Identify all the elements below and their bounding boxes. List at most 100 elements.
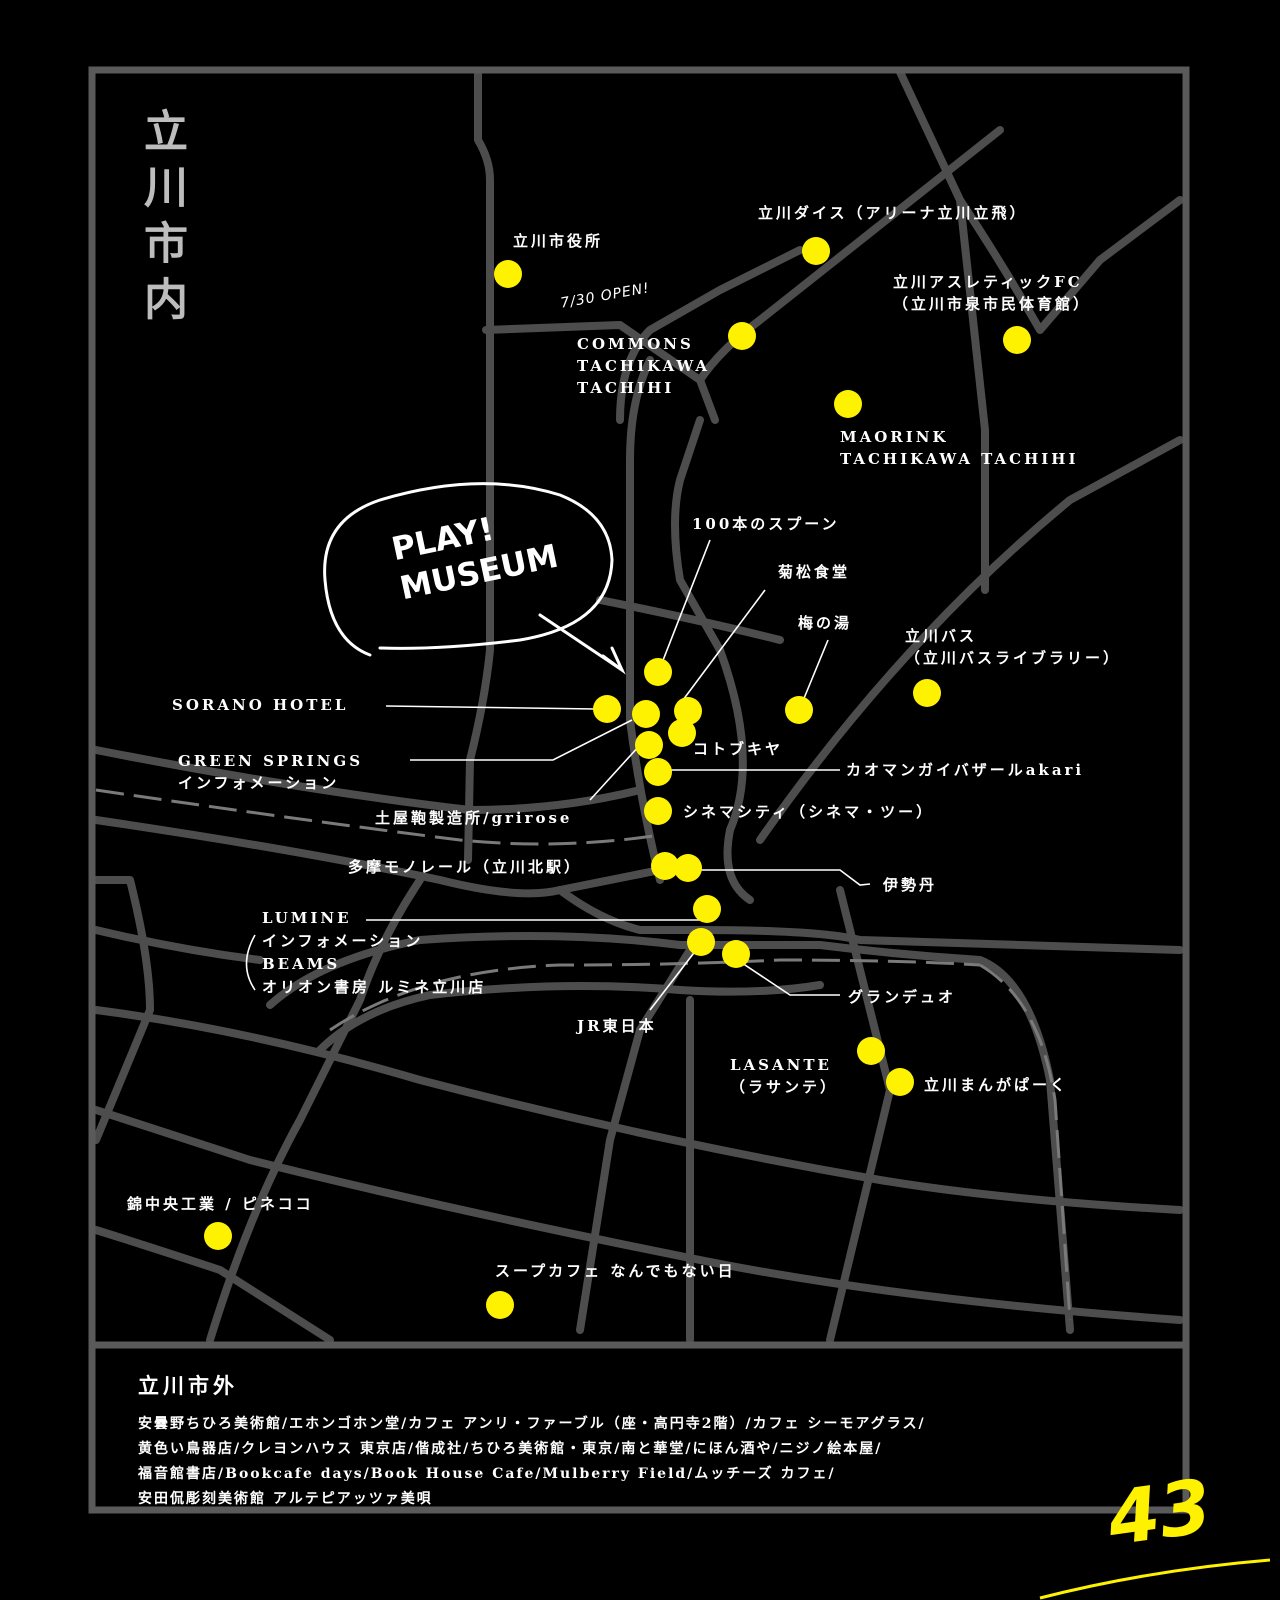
label-text: SORANO HOTEL: [172, 696, 349, 714]
label-text: 立川市役所: [513, 232, 604, 250]
label-lumine[interactable]: LUMINE インフォメーション BEAMS オリオン書房 ルミネ立川店: [262, 907, 486, 999]
label-sorano[interactable]: SORANO HOTEL: [172, 694, 348, 716]
leader-lines: [245, 539, 871, 1011]
marker-nishiki[interactable]: [204, 1222, 232, 1250]
label-text: 立川まんがぱーく: [924, 1076, 1069, 1094]
rail-lines: [95, 788, 1072, 1321]
label-commons[interactable]: COMMONS TACHIKAWA TACHIHI: [577, 333, 710, 399]
label-umenoyu[interactable]: 梅の湯: [798, 612, 852, 634]
label-text: 立川アスレティックFC: [893, 273, 1083, 291]
marker-dice[interactable]: [802, 237, 830, 265]
marker-maorink[interactable]: [834, 390, 862, 418]
marker-lasante[interactable]: [857, 1037, 885, 1065]
speech-bubble: [323, 482, 626, 675]
area-title: 立川市内: [133, 108, 193, 332]
label-monorail[interactable]: 多摩モノレール（立川北駅）: [348, 856, 582, 878]
label-city-hall[interactable]: 立川市役所: [513, 230, 603, 252]
page-number: 43: [1102, 1463, 1217, 1563]
label-dice[interactable]: 立川ダイス（アリーナ立川立飛）: [758, 202, 1028, 224]
marker-kikumatsu[interactable]: [674, 697, 702, 725]
marker-umenoyu[interactable]: [785, 696, 813, 724]
label-soupcafe[interactable]: スープカフェ なんでもない日: [495, 1260, 736, 1282]
label-text: インフォメーション: [262, 932, 424, 950]
label-text: TACHIKAWA: [577, 357, 710, 375]
label-text: インフォメーション: [178, 774, 340, 792]
label-isetan[interactable]: 伊勢丹: [883, 874, 937, 896]
label-text: LASANTE: [730, 1056, 832, 1074]
marker-grandduo[interactable]: [722, 940, 750, 968]
label-spoon[interactable]: 100本のスプーン: [692, 513, 840, 535]
label-text: 錦中央工業 / ピネココ: [127, 1195, 314, 1213]
marker-bus[interactable]: [913, 679, 941, 707]
label-text: 梅の湯: [798, 614, 853, 632]
marker-sorano[interactable]: [593, 695, 621, 723]
outside-list-line: 黄色い鳥器店/クレヨンハウス 東京店/偕成社/ちひろ美術館・東京/南と華堂/にほ…: [138, 1441, 883, 1457]
marker-athletic[interactable]: [1003, 326, 1031, 354]
map-frame: [88, 66, 1190, 1514]
outside-list-line: 安田侃彫刻美術館 アルテピアッツァ美唄: [138, 1491, 433, 1507]
road-network: [92, 68, 1184, 1344]
label-nishiki[interactable]: 錦中央工業 / ピネココ: [127, 1193, 314, 1215]
label-text: 伊勢丹: [883, 876, 938, 894]
label-text: COMMONS: [577, 335, 694, 353]
label-text: （ラサンテ）: [730, 1078, 839, 1096]
label-maorink[interactable]: MAORINK TACHIKAWA TACHIHI: [840, 426, 1078, 470]
outside-heading: 立川市外: [138, 1373, 238, 1398]
label-text: スープカフェ なんでもない日: [495, 1262, 736, 1280]
marker-spoon[interactable]: [644, 658, 672, 686]
place-markers: [204, 237, 1031, 1319]
marker-commons[interactable]: [728, 322, 756, 350]
marker-kaoman[interactable]: [644, 758, 672, 786]
label-tsuchiya[interactable]: 土屋鞄製造所/grirose: [375, 807, 572, 829]
label-text: 菊松食堂: [778, 563, 851, 581]
label-text: シネマシティ（シネマ・ツー）: [683, 803, 935, 821]
marker-jr[interactable]: [687, 928, 715, 956]
page-number-underline: [1039, 1558, 1271, 1600]
label-text: LUMINE: [262, 909, 352, 927]
label-bus[interactable]: 立川バス （立川バスライブラリー）: [905, 625, 1121, 669]
label-cinema[interactable]: シネマシティ（シネマ・ツー）: [683, 801, 934, 823]
outside-list-line: 安曇野ちひろ美術館/エホンゴホン堂/カフェ アンリ・ファーブル（座・高円寺2階）…: [138, 1416, 926, 1432]
label-text: MAORINK: [840, 428, 949, 446]
label-text: TACHIKAWA TACHIHI: [840, 450, 1079, 468]
label-text: （立川市泉市民体育館）: [893, 295, 1092, 313]
label-text: カオマンガイバザールakari: [846, 761, 1085, 779]
label-lasante[interactable]: LASANTE （ラサンテ）: [730, 1054, 838, 1098]
label-text: TACHIHI: [577, 379, 675, 397]
marker-tsuchiya[interactable]: [635, 731, 663, 759]
label-text: オリオン書房 ルミネ立川店: [262, 978, 487, 996]
label-text: コトブキヤ: [693, 740, 784, 758]
label-text: BEAMS: [262, 955, 341, 973]
marker-monorail[interactable]: [651, 852, 679, 880]
label-text: 多摩モノレール（立川北駅）: [348, 858, 583, 876]
outside-city-section: 立川市外 安曇野ちひろ美術館/エホンゴホン堂/カフェ アンリ・ファーブル（座・高…: [138, 1370, 1158, 1512]
label-text: グランデュオ: [848, 988, 957, 1006]
label-text: 100本のスプーン: [692, 515, 840, 533]
marker-lumine[interactable]: [693, 895, 721, 923]
label-green[interactable]: GREEN SPRINGS インフォメーション: [178, 750, 363, 794]
label-kikumatsu[interactable]: 菊松食堂: [778, 561, 850, 583]
marker-green[interactable]: [632, 700, 660, 728]
label-mangapark[interactable]: 立川まんがぱーく: [924, 1074, 1068, 1096]
label-kotobukiya[interactable]: コトブキヤ: [693, 738, 783, 760]
label-text: GREEN SPRINGS: [178, 752, 364, 770]
label-text: 立川バス: [905, 627, 978, 645]
label-grandduo[interactable]: グランデュオ: [848, 986, 956, 1008]
marker-cinema[interactable]: [644, 797, 672, 825]
label-text: （立川バスライブラリー）: [905, 649, 1122, 667]
outside-list-line: 福音館書店/Bookcafe days/Book House Cafe/Mulb…: [138, 1466, 836, 1482]
marker-isetan[interactable]: [674, 854, 702, 882]
label-jr[interactable]: JR東日本: [577, 1015, 657, 1037]
label-athletic[interactable]: 立川アスレティックFC （立川市泉市民体育館）: [893, 271, 1091, 315]
label-text: 立川ダイス（アリーナ立川立飛）: [758, 204, 1028, 222]
label-text: 土屋鞄製造所/grirose: [375, 809, 573, 827]
marker-city-hall[interactable]: [494, 260, 522, 288]
marker-kotobukiya[interactable]: [668, 719, 696, 747]
marker-mangapark[interactable]: [886, 1068, 914, 1096]
outside-list: 安曇野ちひろ美術館/エホンゴホン堂/カフェ アンリ・ファーブル（座・高円寺2階）…: [138, 1412, 1158, 1512]
marker-soupcafe[interactable]: [486, 1291, 514, 1319]
area-title-text: 立川市内: [136, 108, 187, 332]
label-kaoman[interactable]: カオマンガイバザールakari: [846, 759, 1084, 781]
label-text: JR東日本: [577, 1017, 657, 1035]
